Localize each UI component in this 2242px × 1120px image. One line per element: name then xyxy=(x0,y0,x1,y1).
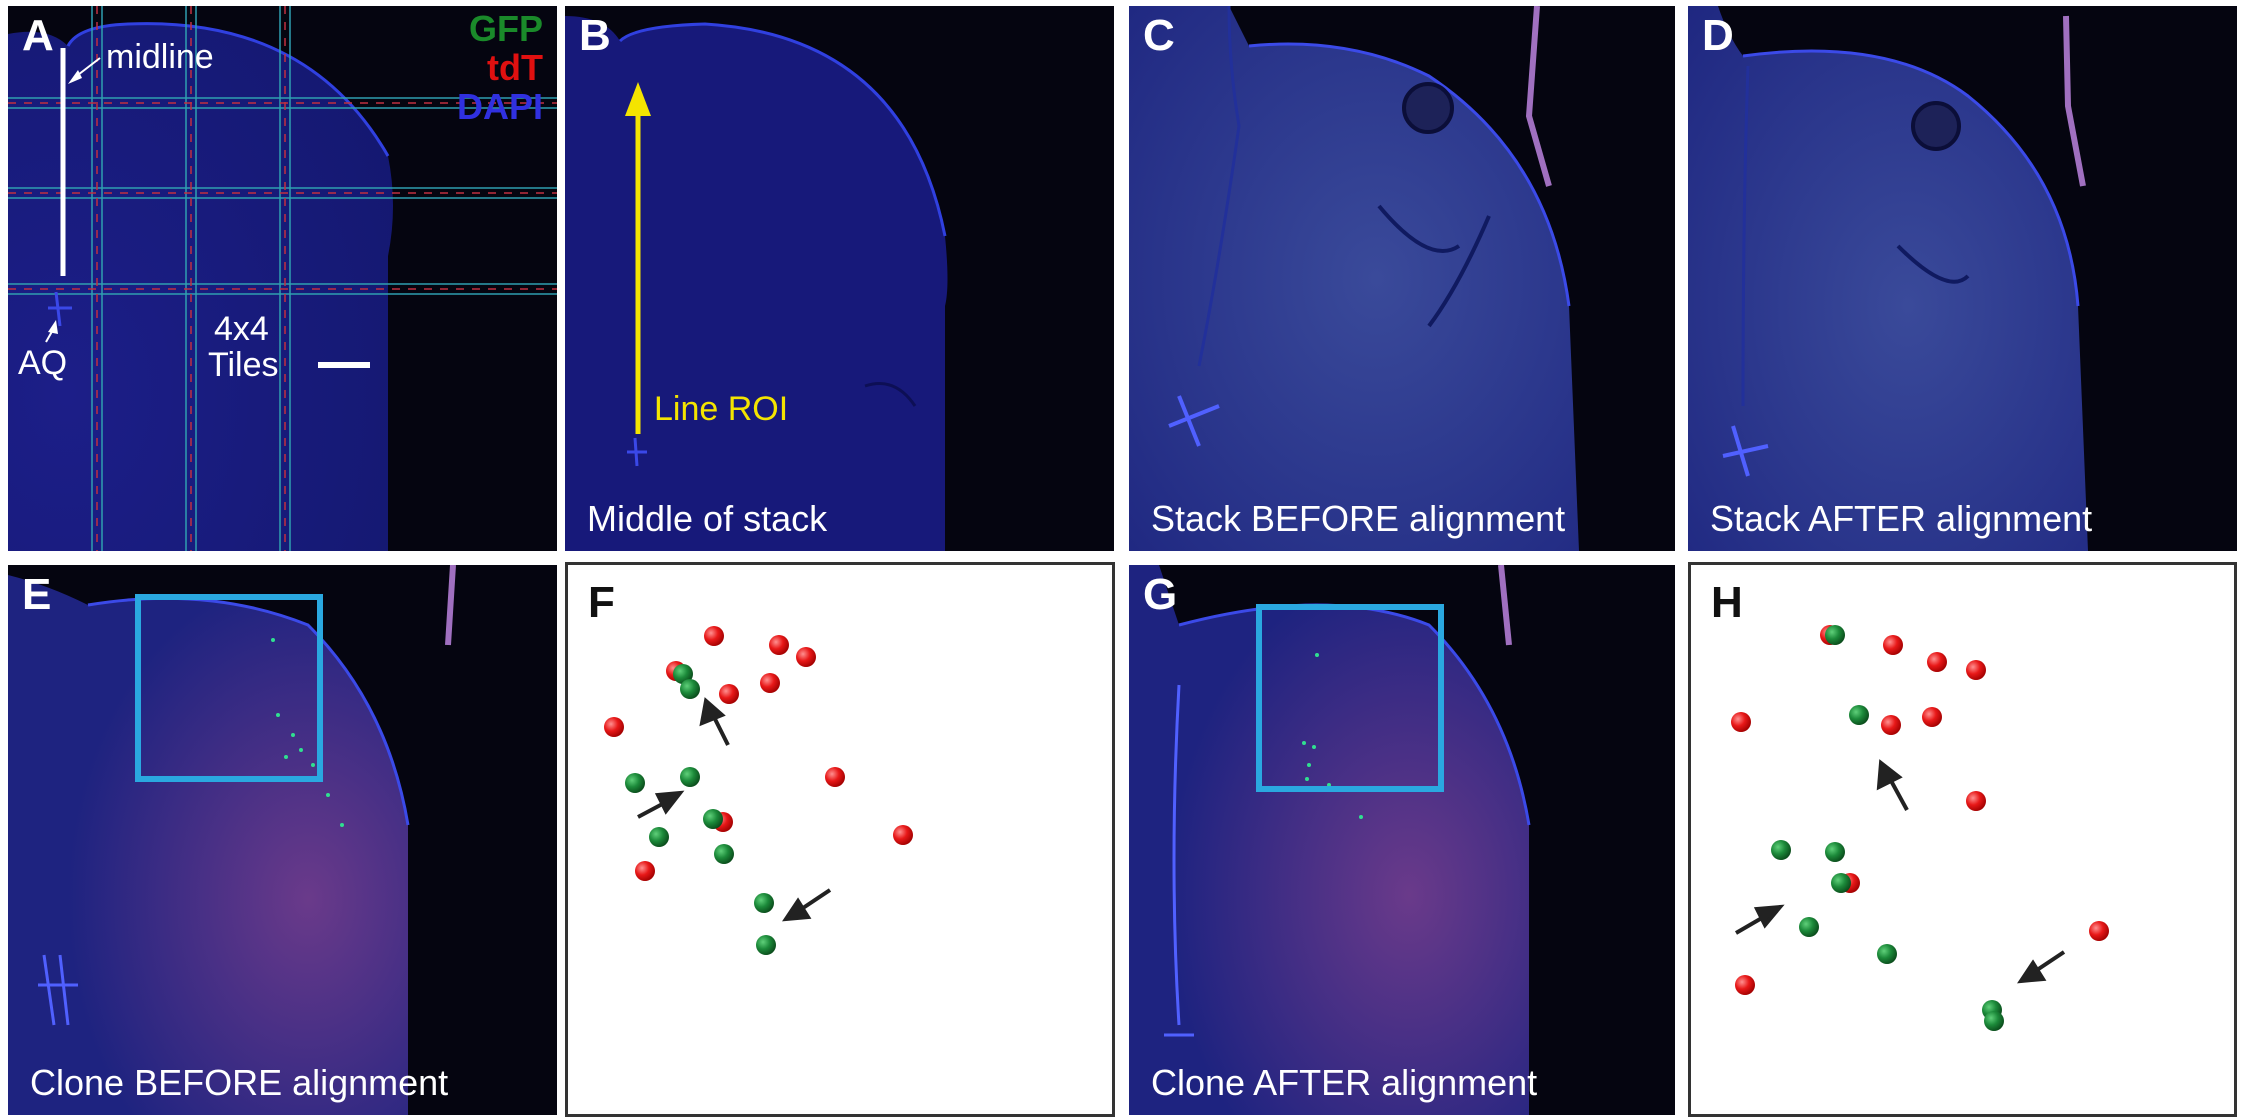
channel-legend: GFP tdT DAPI xyxy=(456,8,543,127)
legend-gfp: GFP xyxy=(468,8,543,49)
panel-caption: Clone BEFORE alignment xyxy=(30,1062,449,1103)
panel-caption: Stack AFTER alignment xyxy=(1710,498,2093,539)
panel-a: A midline AQ 4x4 Tiles GFP tdT DAPI xyxy=(8,6,557,551)
tiles-count-label: 4x4 xyxy=(214,310,269,348)
panel-letter: D xyxy=(1702,11,1734,60)
cell-positions-plot-f xyxy=(604,626,913,955)
panel-letter: B xyxy=(579,11,611,60)
panel-letter: G xyxy=(1143,570,1178,619)
legend-dapi: DAPI xyxy=(456,85,543,127)
panel-letter: C xyxy=(1143,11,1175,60)
panel-g: G Clone AFTER alignment xyxy=(1129,565,1675,1115)
tissue-image-d xyxy=(1688,6,2088,551)
line-roi-label: Line ROI xyxy=(654,390,789,428)
tissue-image-b xyxy=(565,16,948,551)
tissue-image-g xyxy=(1129,565,1531,1115)
panel-c: C Stack BEFORE alignment xyxy=(1129,6,1675,551)
panel-letter: E xyxy=(22,570,52,619)
panel-b: B Line ROI Middle of stack xyxy=(565,6,1114,551)
panel-e: E Clone BEFORE alignment xyxy=(8,565,557,1115)
legend-tdt: tdT xyxy=(487,46,543,88)
aq-label: AQ xyxy=(18,344,68,382)
tissue-image-c xyxy=(1129,6,1579,551)
tiles-label: Tiles xyxy=(208,346,279,384)
panel-caption: Clone AFTER alignment xyxy=(1151,1062,1538,1103)
cell-positions-plot-h xyxy=(1731,625,2109,1031)
panel-letter: H xyxy=(1711,578,1743,627)
panel-letter: F xyxy=(588,578,615,627)
panel-f: F xyxy=(565,562,1115,1117)
panel-letter: A xyxy=(22,11,54,60)
panel-d: D Stack AFTER alignment xyxy=(1688,6,2237,551)
tissue-image-a xyxy=(8,6,557,551)
tissue-image-e xyxy=(8,565,456,1115)
midline-label: midline xyxy=(106,38,214,76)
panel-h: H xyxy=(1688,562,2237,1117)
panel-caption: Stack BEFORE alignment xyxy=(1151,498,1566,539)
panel-caption: Middle of stack xyxy=(587,498,828,539)
